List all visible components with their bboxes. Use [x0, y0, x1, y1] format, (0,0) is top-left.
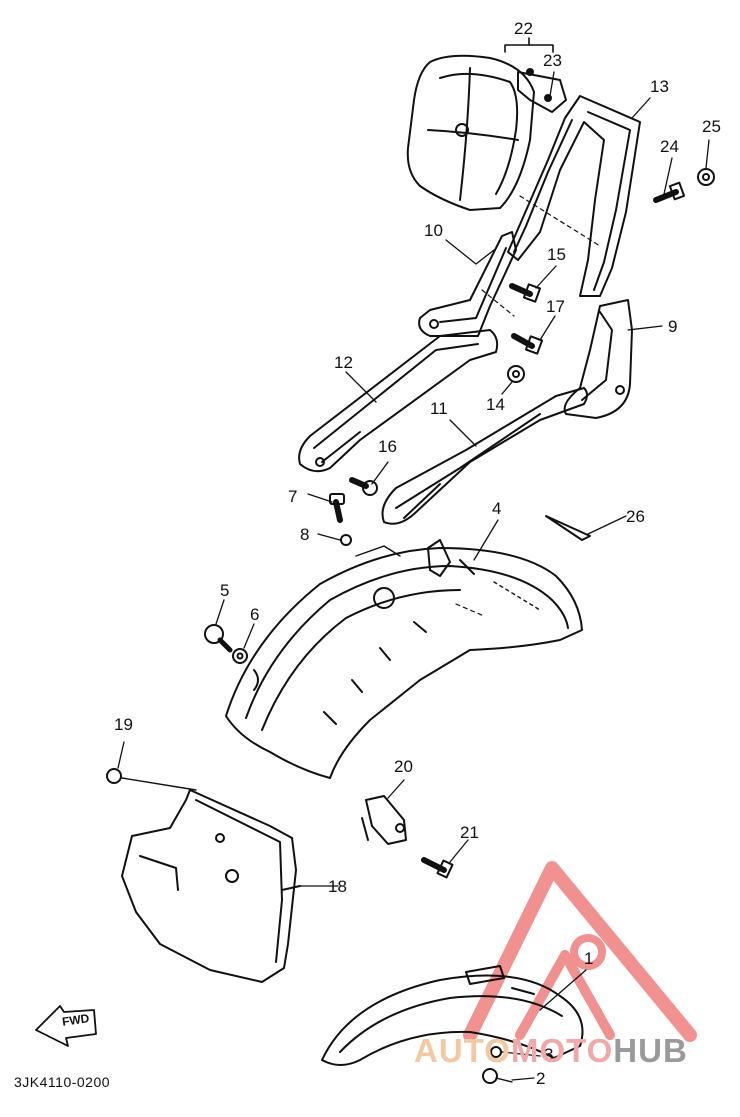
label-14: 14	[486, 395, 505, 414]
label-12: 12	[334, 353, 353, 372]
bolt-5	[204, 624, 233, 653]
part-code: 3JK4110-0200	[14, 1074, 111, 1090]
label-23: 23	[543, 51, 562, 70]
watermark-logo	[463, 861, 697, 1042]
bolt-24	[653, 181, 686, 203]
label-17: 17	[546, 297, 565, 316]
nut-25	[697, 168, 715, 186]
label-24: 24	[660, 137, 679, 156]
label-26: 26	[626, 507, 645, 526]
screw-3	[490, 1046, 502, 1058]
bolt-21	[421, 857, 454, 879]
bolt-7	[329, 493, 345, 523]
bolt-2	[482, 1068, 513, 1084]
bolt-17	[511, 333, 544, 355]
label-2: 2	[536, 1069, 546, 1088]
label-10: 10	[424, 221, 443, 240]
label-7: 7	[288, 487, 298, 506]
reflector-26	[545, 515, 591, 541]
label-1: 1	[584, 949, 594, 968]
label-22: 22	[514, 19, 533, 38]
label-8: 8	[300, 525, 310, 544]
label-13: 13	[650, 77, 669, 96]
label-21: 21	[460, 823, 479, 842]
label-16: 16	[378, 437, 397, 456]
backrest-frame	[507, 95, 641, 297]
inner-fender-18	[121, 789, 301, 983]
front-fender	[321, 965, 584, 1066]
label-9: 9	[668, 317, 678, 336]
watermark-part-hub: HUB	[613, 1032, 688, 1069]
bracket-11	[381, 387, 588, 525]
backrest-bracket-plate	[517, 71, 567, 113]
backrest-pad	[406, 54, 535, 211]
label-20: 20	[394, 757, 413, 776]
bracket-20	[361, 795, 407, 845]
bolt-14	[507, 365, 525, 383]
label-3: 3	[544, 1045, 554, 1064]
bolt-15	[509, 283, 542, 303]
nut-6	[232, 648, 248, 664]
leader-lines	[117, 71, 710, 1081]
watermark-part-auto: AUTO	[414, 1032, 511, 1069]
label-18: 18	[328, 877, 347, 896]
alignment-lines	[455, 195, 601, 617]
watermark-part-moto: MOTO	[510, 1032, 614, 1069]
cover-9	[563, 299, 633, 419]
rear-fender	[225, 539, 583, 779]
stay-10	[418, 231, 517, 337]
label-5: 5	[220, 581, 230, 600]
bolt-19	[106, 768, 197, 791]
bolt-16	[349, 477, 378, 496]
label-4: 4	[492, 499, 502, 518]
fwd-label: FWD	[61, 1011, 91, 1029]
watermark-text: AUTOMOTOHUB	[414, 1032, 688, 1070]
label-25: 25	[702, 117, 721, 136]
label-19: 19	[114, 715, 133, 734]
label-11: 11	[430, 399, 448, 418]
fwd-arrow-icon	[35, 1005, 97, 1047]
washer-8	[340, 534, 352, 546]
label-6: 6	[250, 605, 260, 624]
label-15: 15	[547, 245, 566, 264]
bracket-12	[298, 329, 499, 473]
